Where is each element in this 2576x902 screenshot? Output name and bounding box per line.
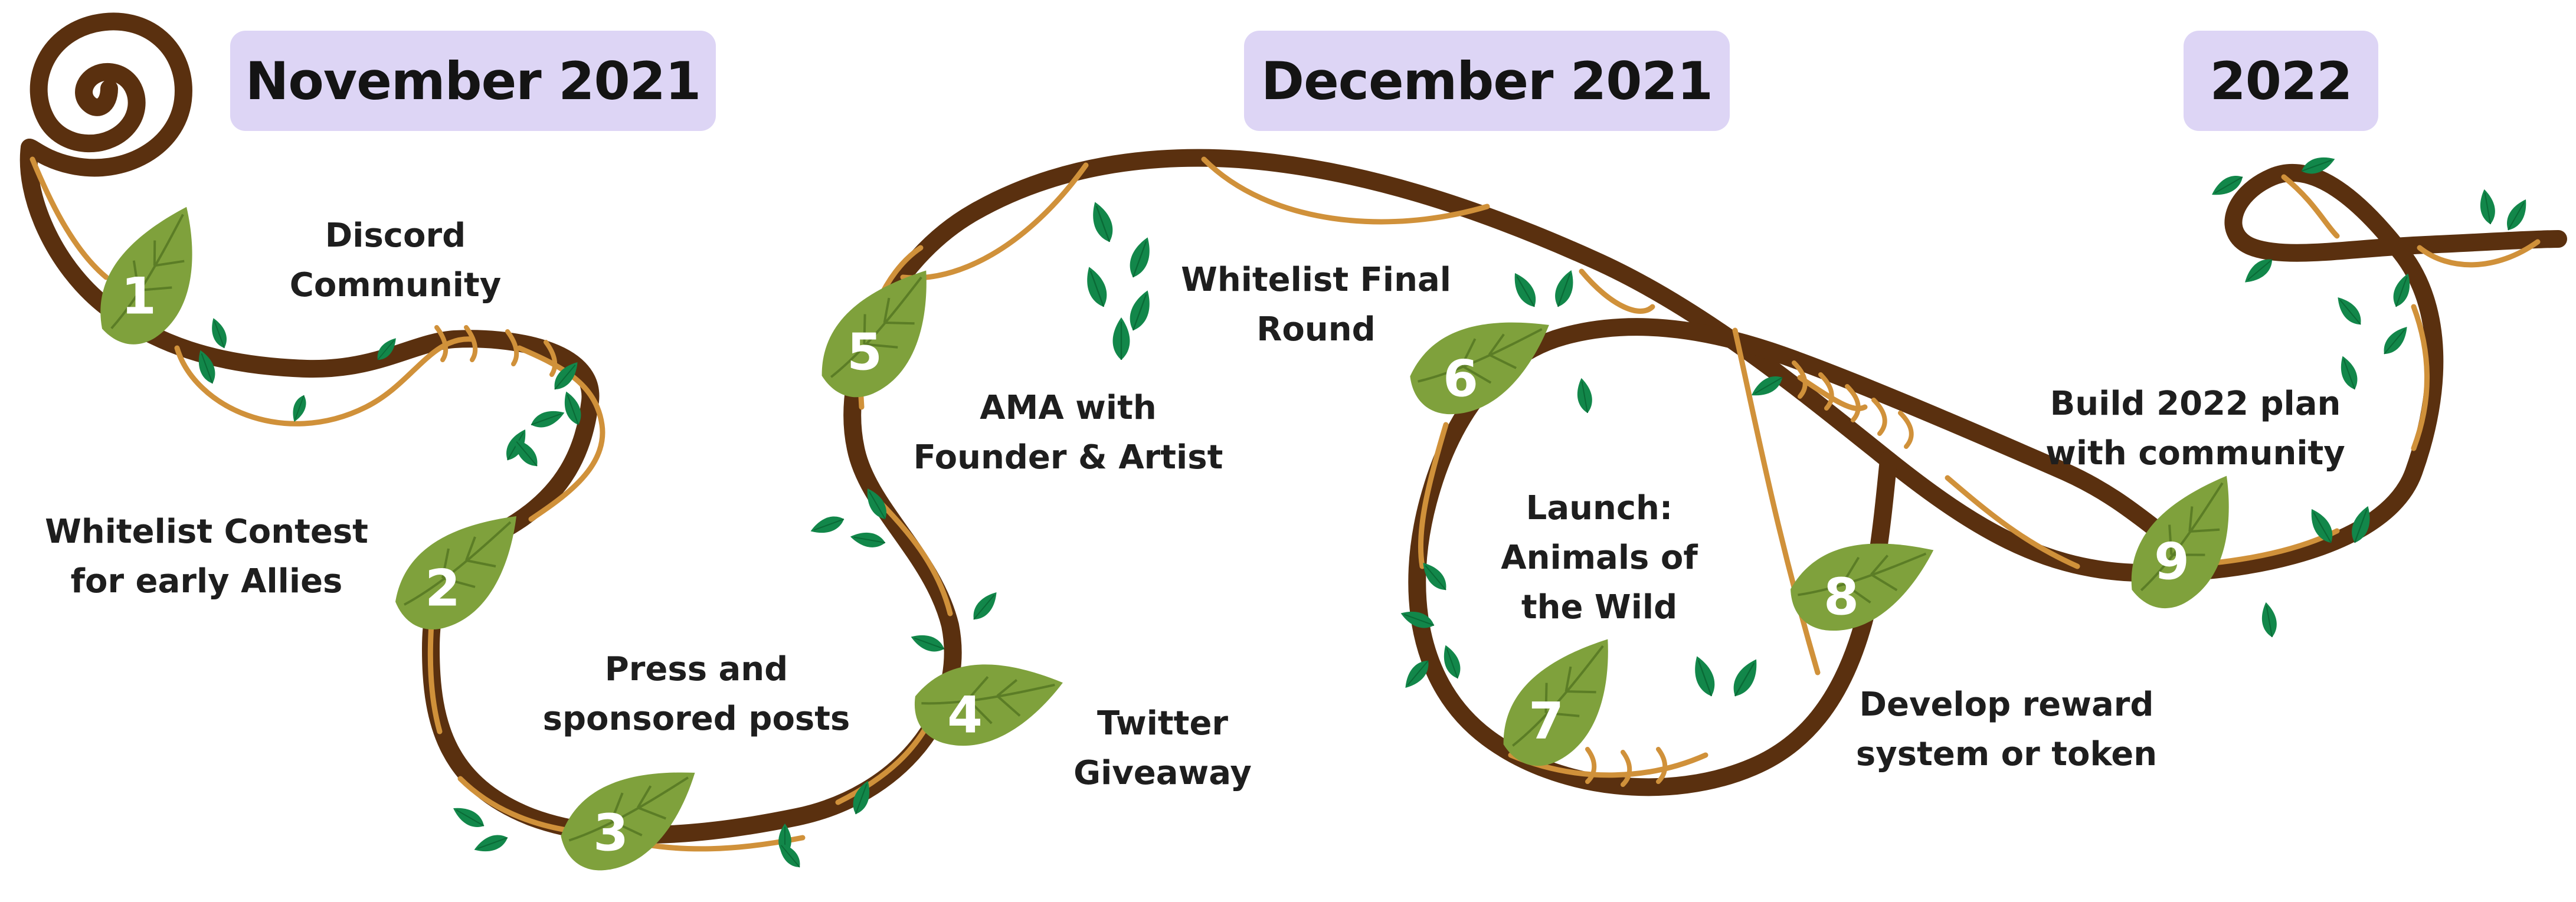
milestone-number-6: 6 (1443, 349, 1478, 408)
milestone-number-4: 4 (947, 685, 983, 744)
milestone-leaf-7: 7 (1488, 639, 1627, 772)
milestone-leaf-3: 3 (556, 752, 695, 884)
milestone-label-9: Build 2022 plan with community (2030, 379, 2361, 478)
milestone-label-4: Twitter Giveaway (1050, 699, 1275, 798)
milestone-number-7: 7 (1528, 691, 1564, 750)
period-badge-november-2021: November 2021 (230, 31, 716, 131)
period-label: 2022 (2210, 51, 2352, 111)
period-badge-2022: 2022 (2184, 31, 2378, 131)
milestone-label-8: Develop reward system or token (1853, 680, 2160, 779)
milestone-label-3: Press and sponsored posts (519, 645, 873, 744)
milestone-label-1: Discord Community (248, 211, 543, 310)
milestone-number-2: 2 (425, 559, 460, 618)
milestone-leaf-1: 1 (73, 207, 225, 355)
period-badge-december-2021: December 2021 (1244, 31, 1730, 131)
period-label: November 2021 (246, 51, 701, 111)
milestone-number-9: 9 (2154, 532, 2189, 591)
milestone-label-2: Whitelist Contest for early Allies (18, 507, 395, 606)
milestone-leaf-9: 9 (2110, 476, 2256, 617)
milestone-number-3: 3 (593, 803, 629, 862)
period-label: December 2021 (1261, 51, 1713, 111)
milestone-number-8: 8 (1824, 568, 1859, 627)
milestone-number-5: 5 (847, 323, 882, 382)
milestone-leaf-2: 2 (395, 516, 516, 629)
milestone-number-1: 1 (121, 267, 156, 326)
milestone-label-5: AMA with Founder & Artist (903, 383, 1233, 483)
vine-swirl (30, 21, 184, 168)
milestone-label-6: Whitelist Final Round (1151, 255, 1481, 355)
milestone-label-7: Launch: Animals of the Wild (1475, 484, 1723, 632)
